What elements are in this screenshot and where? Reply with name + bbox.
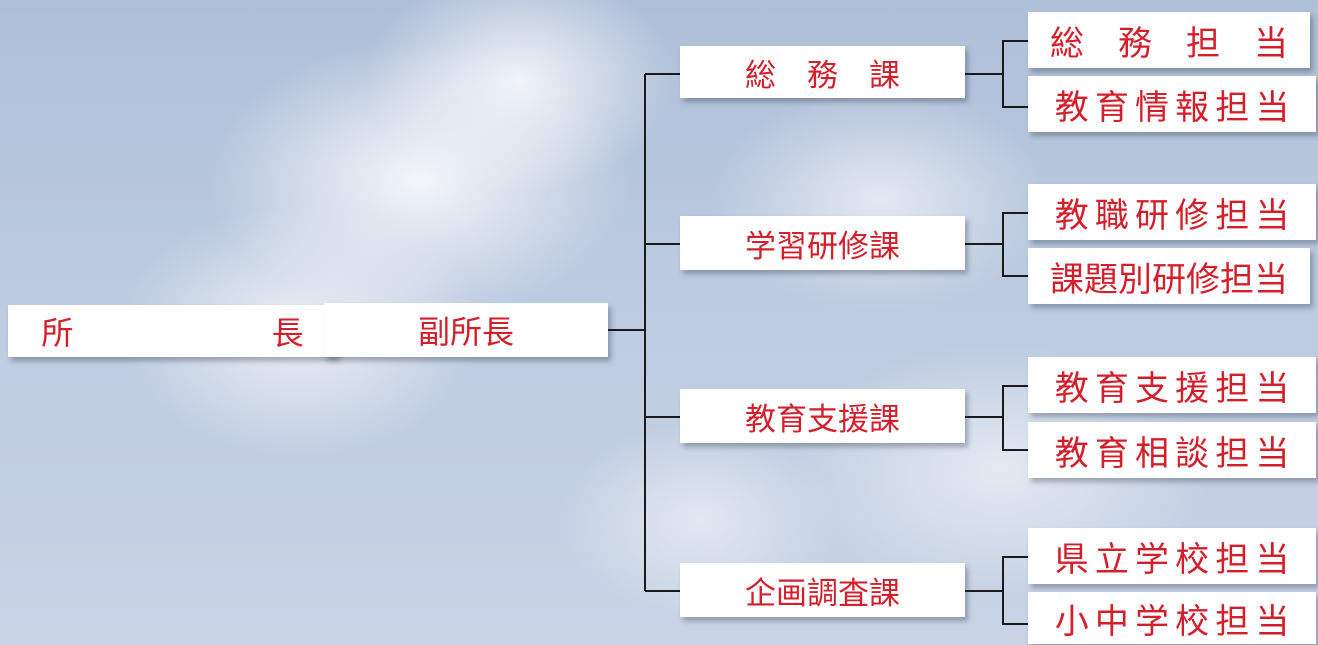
director-box: 所 長 (8, 305, 337, 357)
team-education-support: 教育支援担当 (1028, 357, 1317, 413)
team-thematic-training: 課題別研修担当 (1028, 248, 1310, 304)
team-prefectural-schools: 県立学校担当 (1028, 528, 1317, 584)
section-education-support: 教育支援課 (680, 389, 965, 443)
section-planning-research: 企画調査課 (680, 563, 965, 617)
section-general-affairs: 総 務 課 (680, 46, 965, 98)
team-education-consultation: 教育相談担当 (1028, 422, 1317, 478)
team-teacher-training: 教職研修担当 (1028, 184, 1317, 240)
team-education-info: 教育情報担当 (1028, 76, 1317, 132)
vice-director-box: 副所長 (324, 303, 608, 357)
team-general-affairs: 総 務 担 当 (1028, 12, 1310, 68)
section-learning-training: 学習研修課 (680, 216, 965, 270)
team-elementary-junior-schools: 小中学校担当 (1028, 592, 1317, 644)
